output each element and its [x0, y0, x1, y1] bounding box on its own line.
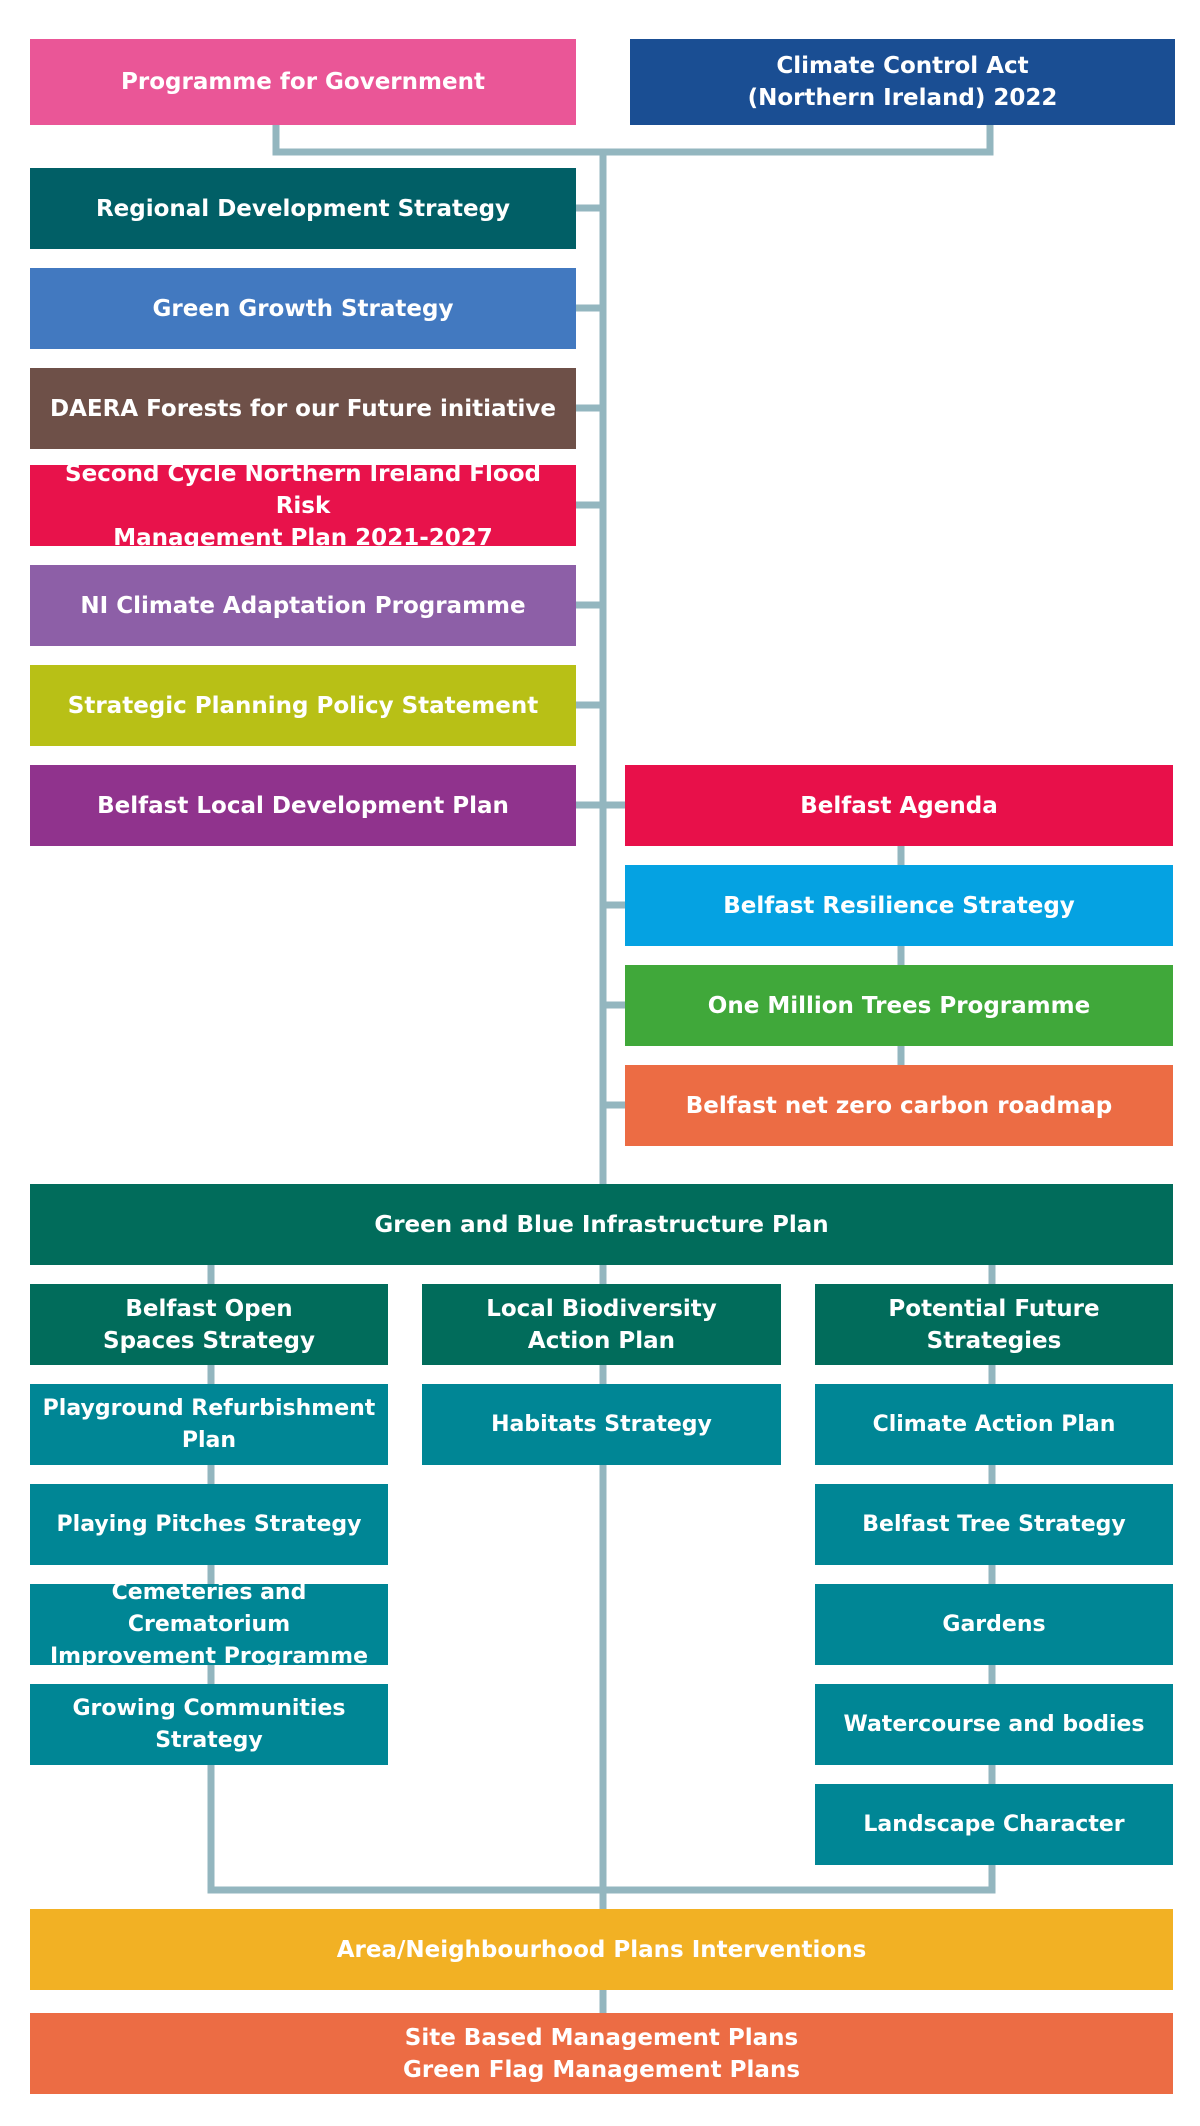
belfast-tree-strategy-box: Belfast Tree Strategy — [815, 1484, 1173, 1565]
belfast-net-zero-roadmap-box: Belfast net zero carbon roadmap — [625, 1065, 1173, 1146]
one-million-trees-programme-box: One Million Trees Programme — [625, 965, 1173, 1046]
local-biodiversity-action-plan-box: Local Biodiversity Action Plan — [422, 1284, 781, 1365]
climate-action-plan-box: Climate Action Plan — [815, 1384, 1173, 1465]
habitats-strategy-box: Habitats Strategy — [422, 1384, 781, 1465]
belfast-open-spaces-strategy-box: Belfast Open Spaces Strategy — [30, 1284, 388, 1365]
belfast-resilience-strategy-box: Belfast Resilience Strategy — [625, 865, 1173, 946]
belfast-local-development-plan-box: Belfast Local Development Plan — [30, 765, 576, 846]
area-neighbourhood-plans-box: Area/Neighbourhood Plans Interventions — [30, 1909, 1173, 1990]
programme-for-government-box: Programme for Government — [30, 39, 576, 125]
cemeteries-crematorium-programme-box: Cemeteries and Crematorium Improvement P… — [30, 1580, 388, 1669]
strategic-planning-policy-statement-box: Strategic Planning Policy Statement — [30, 665, 576, 746]
growing-communities-strategy-box: Growing Communities Strategy — [30, 1684, 388, 1765]
gardens-box: Gardens — [815, 1584, 1173, 1665]
landscape-character-box: Landscape Character — [815, 1784, 1173, 1865]
green-blue-infrastructure-plan-box: Green and Blue Infrastructure Plan — [30, 1184, 1173, 1265]
daera-forests-box: DAERA Forests for our Future initiative — [30, 368, 576, 449]
playing-pitches-strategy-box: Playing Pitches Strategy — [30, 1484, 388, 1565]
site-based-management-plans-box: Site Based Management Plans Green Flag M… — [30, 2013, 1173, 2094]
belfast-agenda-box: Belfast Agenda — [625, 765, 1173, 846]
potential-future-strategies-box: Potential Future Strategies — [815, 1284, 1173, 1365]
green-growth-strategy-box: Green Growth Strategy — [30, 268, 576, 349]
flood-risk-management-plan-box: Second Cycle Northern Ireland Flood Risk… — [30, 461, 576, 551]
watercourse-and-bodies-box: Watercourse and bodies — [815, 1684, 1173, 1765]
playground-refurbishment-plan-box: Playground Refurbishment Plan — [30, 1384, 388, 1465]
regional-development-strategy-box: Regional Development Strategy — [30, 168, 576, 249]
ni-climate-adaptation-programme-box: NI Climate Adaptation Programme — [30, 565, 576, 646]
climate-control-act-box: Climate Control Act (Northern Ireland) 2… — [630, 39, 1175, 125]
